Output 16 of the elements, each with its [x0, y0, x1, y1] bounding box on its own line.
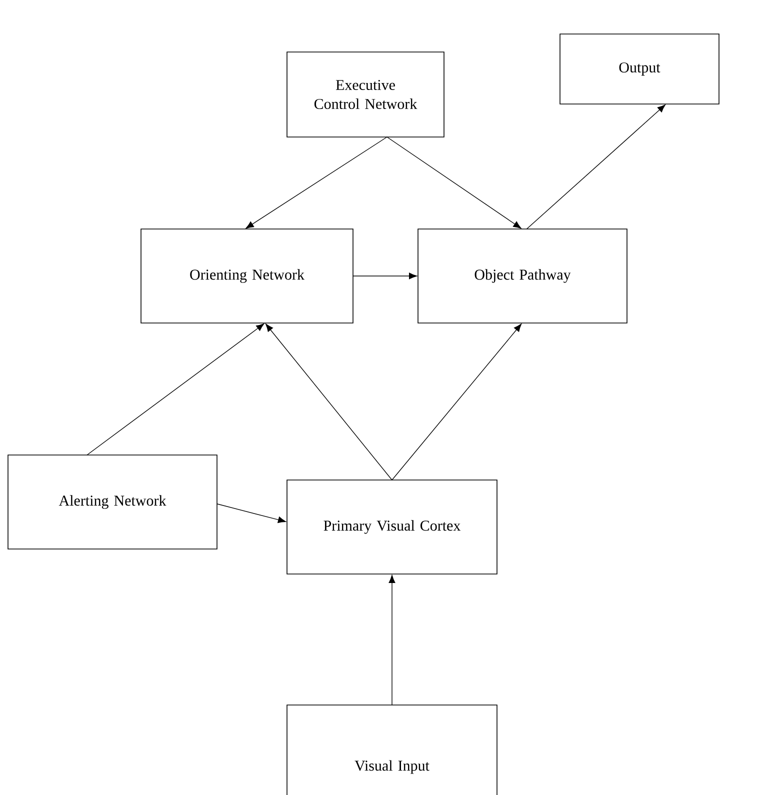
process-box: Orienting Network: [140, 228, 354, 324]
process-box: Output: [560, 34, 720, 104]
process-box: Executive Control Network: [286, 52, 444, 138]
arrow: [386, 136, 522, 229]
arrow: [266, 324, 392, 480]
arrow: [352, 272, 417, 280]
arrow: [388, 575, 396, 706]
process-box: Alerting Network: [8, 454, 218, 550]
arrow: [86, 323, 264, 456]
process-box: Primary Visual Cortex: [286, 480, 498, 574]
process-box: Visual Input: [286, 704, 498, 795]
process-box: Object Pathway: [418, 228, 628, 324]
arrow: [392, 324, 522, 480]
arrow: [216, 504, 286, 523]
arrow: [246, 136, 388, 229]
arrow: [526, 104, 666, 230]
